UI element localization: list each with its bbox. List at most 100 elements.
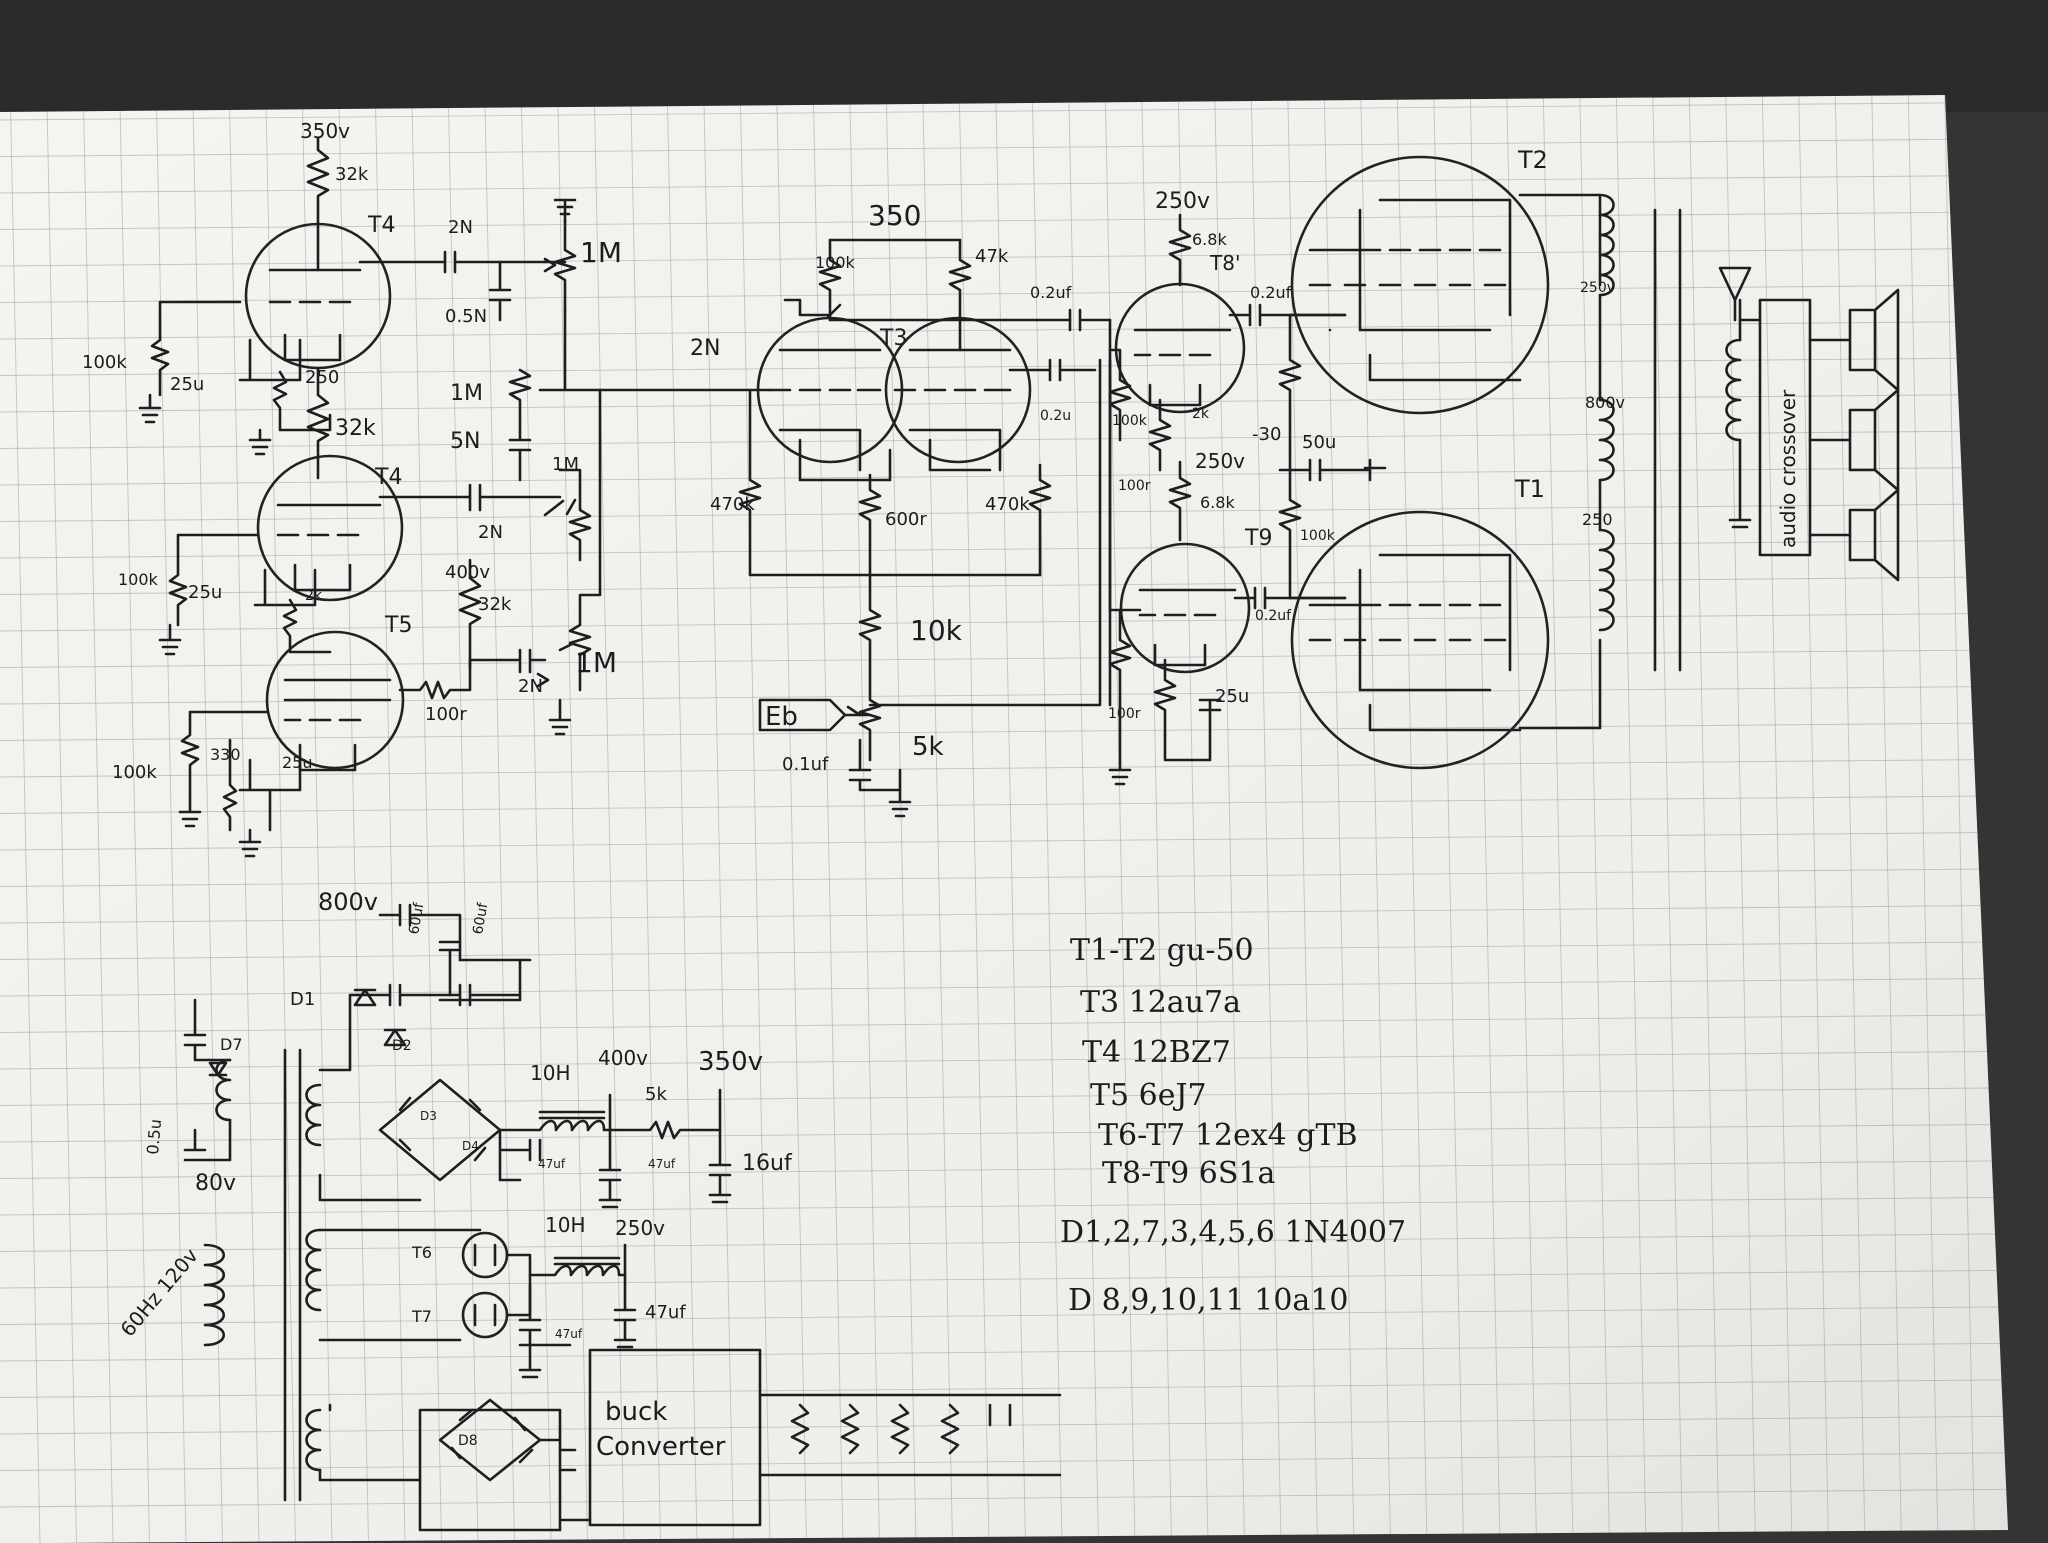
grid-line-vertical [411, 95, 442, 1543]
label-pot-1m-d: 1M [575, 646, 617, 679]
label-c16u: 16uf [742, 1151, 793, 1176]
label-audio-crossover: audio crossover [1776, 389, 1800, 548]
tube-labels: T4 T4 T5 T3 T8' T9 T2 T1 T6 T7 [367, 146, 1548, 1326]
grid-line-vertical [812, 95, 844, 1543]
driver-labels: 250v 6.8k 0.2uf 100k 100r 2k 250v 6.8k -… [1108, 189, 1336, 722]
label-t8: T8' [1209, 251, 1240, 275]
grid-line-vertical [1871, 95, 1902, 1543]
label-c2n-a: 2N [448, 217, 473, 238]
label-r100k-a: 100k [82, 352, 127, 373]
label-r100k-f: 100k [1300, 528, 1336, 544]
grid-line-horizontal [0, 977, 2008, 997]
label-800v: 800v [1585, 393, 1625, 412]
label-eb: Eb [765, 702, 798, 732]
grid-line-horizontal [0, 1415, 2008, 1435]
grid-line-vertical [1798, 95, 1829, 1543]
label-r68k-a: 6.8k [1192, 230, 1227, 249]
legend-line-4: T5 6eJ7 [1090, 1078, 1207, 1113]
grid-line-vertical [1615, 95, 1647, 1543]
grid-line-vertical [9, 95, 41, 1543]
tube-t1 [1290, 510, 1550, 770]
grid-line-vertical [82, 95, 114, 1543]
grid-line-vertical [739, 95, 771, 1543]
power-supply-section [183, 903, 1062, 1532]
grid-line-vertical [703, 95, 734, 1543]
tube-t9 [1119, 542, 1251, 674]
label-r600r: 600r [885, 509, 927, 530]
tube-legend: T1-T2 gu-50 T3 12au7a T4 12BZ7 T5 6eJ7 T… [1060, 933, 1406, 1318]
grid-line-horizontal [0, 1488, 2008, 1508]
grid-line-horizontal [0, 758, 2008, 778]
grid-line-vertical [1542, 95, 1574, 1543]
background-top [0, 0, 2048, 112]
grid-line-vertical [666, 95, 698, 1543]
grid-line-horizontal [0, 722, 2008, 741]
output-labels: 250v 800v 250 audio crossover [1580, 280, 1800, 548]
driver-section [1108, 213, 1387, 786]
grid-line-horizontal [0, 868, 2008, 887]
label-r100r-b: 100r [1118, 478, 1151, 494]
label-r5k: 5k [912, 732, 944, 762]
grid-line-horizontal [0, 393, 2008, 413]
grid-line-horizontal [0, 795, 2008, 814]
grid-line-horizontal [0, 1123, 2008, 1143]
grid-line-horizontal [0, 503, 2008, 522]
label-250v-c: 250v [1195, 449, 1245, 473]
label-r330: 330 [210, 745, 241, 764]
grid-line-vertical [1907, 95, 1939, 1543]
grid-line-horizontal [0, 357, 2008, 376]
preamp-labels: 350v 32k 100k 25u 250 32k 2N 1M 0.5N 1M … [82, 119, 622, 783]
label-t5: T5 [384, 613, 412, 638]
grid-line-vertical [1652, 95, 1683, 1543]
label-t1: T1 [1514, 475, 1545, 503]
label-c25u-c: 25u [282, 753, 313, 772]
grid-line-vertical [1177, 95, 1209, 1543]
legend-line-7: D1,2,7,3,4,5,6 1N4007 [1060, 1215, 1406, 1250]
label-c25u-a: 25u [170, 374, 204, 395]
label-c47u-d: 47uf [555, 1327, 583, 1341]
label-c25u-d: 25u [1215, 686, 1249, 707]
tube-t4-second [256, 454, 404, 602]
buck-converter-box [588, 1348, 762, 1527]
grid-line-vertical [520, 95, 552, 1543]
grid-line-vertical [1469, 95, 1501, 1543]
legend-line-8: D 8,9,10,11 10a10 [1068, 1283, 1349, 1318]
grid-line-horizontal [0, 1160, 2008, 1179]
grid-line-vertical [1506, 95, 1537, 1543]
phase-labels: 350 2N 100k 47k 0.2uf 0.2u 470k 600r 470… [690, 199, 1072, 775]
label-c60u: 60uf [406, 901, 427, 936]
grid-line-vertical [557, 95, 588, 1543]
legend-line-3: T4 12BZ7 [1082, 1035, 1231, 1070]
grid-line-horizontal [0, 284, 2008, 303]
grid-line-horizontal [0, 612, 2008, 632]
grid-line-vertical [1068, 95, 1099, 1543]
label-c25u-b: 25u [188, 582, 222, 603]
label-c02u-d: 0.2uf [1255, 608, 1292, 624]
grid-line-horizontal [0, 466, 2008, 486]
grid-line-vertical [265, 95, 296, 1543]
label-r100k-b: 100k [118, 570, 159, 589]
grid-line-horizontal [0, 174, 2008, 194]
grid-line-vertical [958, 95, 990, 1543]
label-l10h-a: 10H [530, 1061, 571, 1085]
grid-line-vertical [593, 95, 625, 1543]
grid-line-vertical [338, 95, 369, 1543]
grid-line-vertical [1834, 95, 1866, 1543]
label-t3: T3 [879, 326, 907, 351]
label-t9: T9 [1244, 526, 1272, 551]
grid-line-horizontal [0, 941, 2008, 960]
label-c50u: 50u [1302, 432, 1336, 453]
tube-t5 [265, 630, 405, 770]
grid-line-vertical [1396, 95, 1428, 1543]
grid-line-horizontal [0, 1306, 2008, 1325]
label-d4: D4 [462, 1139, 479, 1153]
label-pot-1m-c: 1M [552, 454, 579, 475]
grid-line-horizontal [0, 904, 2008, 924]
grid-line-horizontal [0, 1342, 2008, 1362]
speaker-symbol [1718, 266, 1752, 322]
legend-line-5: T6-T7 12ex4 gTB [1098, 1118, 1358, 1153]
label-c05u: 0.5u [143, 1118, 165, 1155]
label-250-t1: 250 [1582, 510, 1613, 529]
grid-line-horizontal [0, 1233, 2008, 1252]
